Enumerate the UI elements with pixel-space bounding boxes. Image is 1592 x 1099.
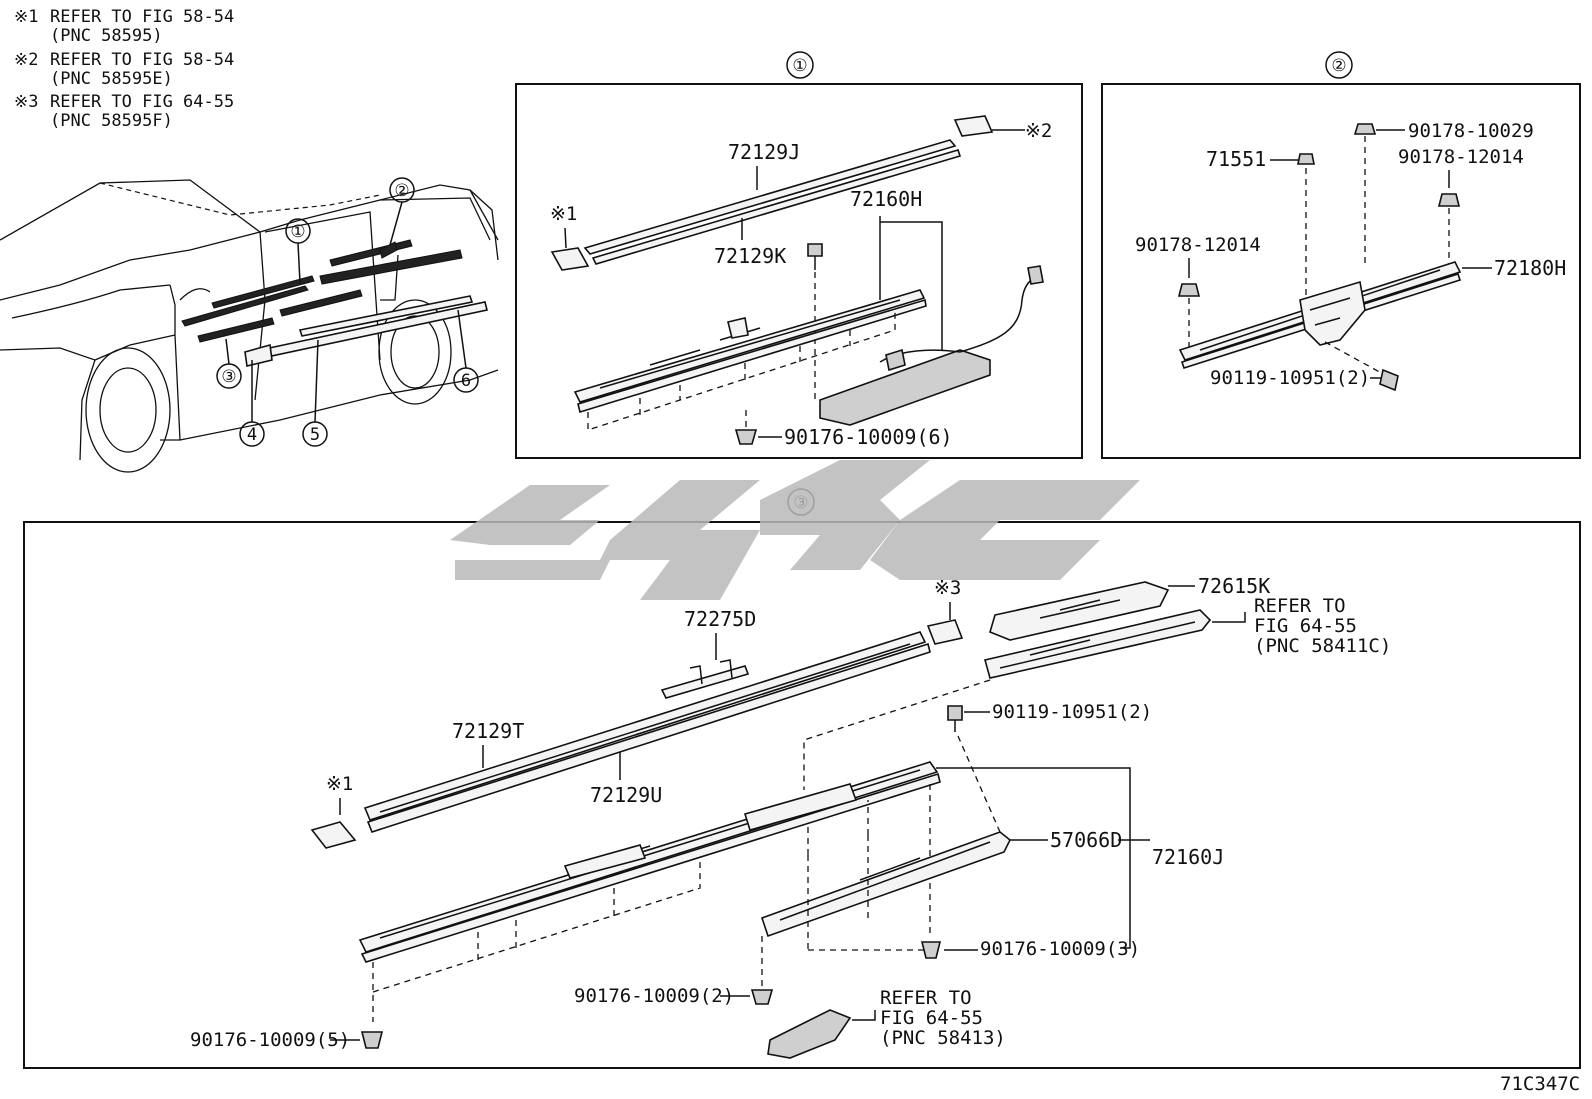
s2-part-72180H: 72180H (1494, 256, 1566, 280)
s3-ref-3: ※3 (934, 577, 961, 599)
overview-callout-3: ③ (221, 367, 236, 387)
note-line1-1: REFER TO FIG 58-54 (50, 7, 234, 27)
drawing-code: 71C347C (1500, 1073, 1580, 1095)
overview-part-1 (181, 285, 309, 327)
s3-ref-fig2-line3: (PNC 58413) (880, 1027, 1006, 1049)
note-mark-3: ※3 (14, 92, 38, 112)
s3-part-72129U: 72129U (590, 783, 662, 807)
s1-part-72160H: 72160H (850, 187, 922, 211)
s3-ref-fig2-line2: FIG 64-55 (880, 1007, 983, 1029)
note-line2-3: (PNC 58595F) (50, 111, 173, 131)
s1-part-72129J: 72129J (728, 140, 800, 164)
section-3: ③ 72615K REFER TO FIG 64-55 (PNC 58411C)… (23, 488, 1581, 1069)
overview-callout-5: 5 (310, 425, 320, 445)
notes-block: ※1 REFER TO FIG 58-54 (PNC 58595) ※2 REF… (14, 7, 234, 131)
s1-part-72129K: 72129K (714, 244, 786, 268)
section-2-title: ② (1331, 56, 1346, 76)
s3-ref-fig1-line3: (PNC 58411C) (1254, 635, 1391, 657)
note-line1-3: REFER TO FIG 64-55 (50, 92, 234, 112)
s3-part-90119-10951-2: 90119-10951(2) (992, 701, 1152, 723)
s3-part-90176-10009-5: 90176-10009(5) (190, 1029, 350, 1051)
s2-part-71551: 71551 (1206, 147, 1266, 171)
s1-ref-1: ※1 (550, 203, 577, 225)
s3-ref-fig2-line1: REFER TO (880, 987, 972, 1009)
s2-part-90178-12014-a: 90178-12014 (1398, 146, 1524, 168)
s3-ref-fig1-line1: REFER TO (1254, 595, 1346, 617)
s2-part-90178-12014-b: 90178-12014 (1135, 234, 1261, 256)
note-mark-2: ※2 (14, 50, 38, 70)
overview-callout-6: 6 (461, 371, 471, 391)
section-3-box (23, 521, 1581, 1069)
section-2: ② 90178-10029 71551 90178-12014 90178-12… (1101, 51, 1581, 459)
s1-part-90176-10009-6: 90176-10009(6) (784, 425, 953, 449)
section-1-box (515, 83, 1083, 459)
overview-callout-2: ② (394, 181, 409, 201)
section-1-title: ① (792, 56, 807, 76)
s1-ref-2: ※2 (1025, 120, 1052, 142)
s3-part-72275D: 72275D (684, 607, 756, 631)
note-line1-2: REFER TO FIG 58-54 (50, 50, 234, 70)
s3-part-72615K: 72615K (1198, 574, 1270, 598)
s3-part-72160J: 72160J (1152, 845, 1224, 869)
s3-part-57066D: 57066D (1050, 828, 1122, 852)
s3-part-72129T: 72129T (452, 719, 524, 743)
overview-callout-1: ① (290, 222, 305, 242)
section-2-box (1101, 83, 1581, 459)
s2-part-90119-10951-2: 90119-10951(2) (1210, 367, 1370, 389)
section-1: ① ※2 ※1 72129J 72129K 72160H (515, 51, 1083, 459)
overview-callout-4: 4 (247, 425, 257, 445)
watermark-logo (450, 460, 1140, 600)
s2-part-90178-10029: 90178-10029 (1408, 120, 1534, 142)
note-line2-2: (PNC 58595E) (50, 69, 173, 89)
s3-ref-1: ※1 (326, 773, 353, 795)
car-overview: ① ② ③ 4 5 6 (0, 177, 499, 473)
note-mark-1: ※1 (14, 7, 38, 27)
note-line2-1: (PNC 58595) (50, 26, 163, 46)
s3-part-90176-10009-2: 90176-10009(2) (574, 985, 734, 1007)
s3-part-90176-10009-3: 90176-10009(3) (980, 938, 1140, 960)
s3-ref-fig1-line2: FIG 64-55 (1254, 615, 1357, 637)
